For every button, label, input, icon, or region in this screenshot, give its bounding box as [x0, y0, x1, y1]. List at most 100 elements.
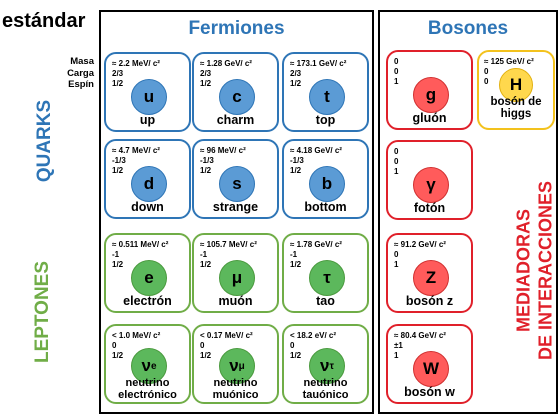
spin-value: 1/2: [112, 260, 124, 269]
mass-value: ≈ 1.28 GeV/ c²: [200, 59, 252, 68]
spin-value: 1/2: [112, 79, 124, 88]
legend-spin: Espín: [68, 79, 94, 90]
spin-value: 1/2: [290, 79, 302, 88]
legend-charge: Carga: [67, 67, 94, 79]
charge-value: 0: [394, 250, 399, 259]
charge-value: 0: [484, 67, 489, 76]
mass-value: ≈ 2.2 MeV/ c²: [112, 59, 160, 68]
particle-card-muon: ≈ 105.7 MeV/ c² -1 1/2 μ muón: [192, 233, 279, 313]
particle-name: tao: [316, 294, 335, 308]
particle-name: up: [139, 113, 156, 127]
mass-value: ≈ 105.7 MeV/ c²: [200, 240, 257, 249]
charge-value: 0: [112, 341, 117, 350]
spin-value: 1/2: [200, 351, 212, 360]
particle-name: fotón: [413, 201, 446, 215]
spin-value: 1: [394, 260, 399, 269]
mass-value: < 1.0 MeV/ c²: [112, 331, 161, 340]
spin-value: 1/2: [112, 166, 124, 175]
particle-symbol: b: [309, 166, 345, 202]
mass-value: ≈ 4.7 MeV/ c²: [112, 146, 160, 155]
particle-name: bottom: [304, 200, 347, 214]
charge-value: -1/3: [112, 156, 126, 165]
spin-value: 1/2: [200, 79, 212, 88]
charge-value: -1: [290, 250, 298, 259]
quarks-label: QUARKS: [34, 99, 55, 183]
charge-value: -1/3: [200, 156, 214, 165]
charge-value: 2/3: [200, 69, 212, 78]
charge-value: 0: [394, 157, 399, 166]
particle-symbol: W: [413, 351, 449, 387]
particle-symbol: c: [219, 79, 255, 115]
particle-symbol: γ: [413, 167, 449, 203]
mass-value: ≈ 173.1 GeV/ c²: [290, 59, 347, 68]
particle-card-higgs: ≈ 125 GeV/ c² 0 0 H bosón de higgs: [477, 50, 555, 130]
particle-card-down: ≈ 4.7 MeV/ c² -1/3 1/2 d down: [104, 139, 191, 219]
particle-symbol: Z: [413, 260, 449, 296]
particle-card-charm: ≈ 1.28 GeV/ c² 2/3 1/2 c charm: [192, 52, 279, 132]
leptons-label: LEPTONES: [32, 260, 53, 364]
mass-value: 0: [394, 57, 399, 66]
particle-name: electrón: [123, 294, 172, 308]
charge-value: 0: [290, 341, 295, 350]
particle-card-z-boson: ≈ 91.2 GeV/ c² 0 1 Z bosón z: [386, 233, 473, 313]
mediators-label-line2: DE INTERACCIONES: [535, 181, 556, 361]
particle-card-top: ≈ 173.1 GeV/ c² 2/3 1/2 t top: [282, 52, 369, 132]
spin-value: 1: [394, 351, 399, 360]
particle-card-up: ≈ 2.2 MeV/ c² 2/3 1/2 u up: [104, 52, 191, 132]
particle-name: neutrino tauónico: [302, 377, 349, 401]
particle-symbol: μ: [219, 260, 255, 296]
particle-name: bosón w: [404, 385, 455, 399]
mass-value: 0: [394, 147, 399, 156]
fermions-title: Fermiones: [188, 18, 285, 39]
spin-value: 1/2: [290, 260, 302, 269]
charge-value: 0: [394, 67, 399, 76]
particle-name: gluón: [412, 111, 447, 125]
particle-symbol: d: [131, 166, 167, 202]
spin-value: 1/2: [112, 351, 124, 360]
spin-value: 1/2: [290, 166, 302, 175]
particle-name: charm: [216, 113, 255, 127]
particle-symbol: H: [499, 68, 533, 102]
mass-value: ≈ 4.18 GeV/ c²: [290, 146, 342, 155]
spin-value: 0: [484, 77, 489, 86]
charge-value: -1/3: [290, 156, 304, 165]
mediators-label-line1: MEDIADORAS: [513, 209, 534, 333]
particle-name: strange: [212, 200, 259, 214]
particle-name: neutrino muónico: [212, 377, 259, 401]
particle-name: bosón z: [405, 294, 454, 308]
particle-name: muón: [218, 294, 253, 308]
mass-value: ≈ 1.78 GeV/ c²: [290, 240, 342, 249]
particle-card-electron: ≈ 0.511 MeV/ c² -1 1/2 e electrón: [104, 233, 191, 313]
particle-symbol: t: [309, 79, 345, 115]
particle-symbol: g: [413, 77, 449, 113]
charge-value: 2/3: [290, 69, 302, 78]
charge-value: 0: [200, 341, 205, 350]
fermions-frame: [99, 10, 374, 414]
mass-value: ≈ 125 GeV/ c²: [484, 57, 534, 66]
charge-value: -1: [112, 250, 120, 259]
mass-value: ≈ 0.511 MeV/ c²: [112, 240, 169, 249]
particle-symbol: u: [131, 79, 167, 115]
charge-value: -1: [200, 250, 208, 259]
charge-value: 2/3: [112, 69, 124, 78]
particle-name: top: [315, 113, 336, 127]
particle-name: bosón de higgs: [490, 96, 542, 120]
particle-name: neutrino electrónico: [118, 377, 177, 401]
particle-symbol: τ: [309, 260, 345, 296]
particle-card-tau: ≈ 1.78 GeV/ c² -1 1/2 τ tao: [282, 233, 369, 313]
particle-name: down: [131, 200, 164, 214]
charge-value: ±1: [394, 341, 403, 350]
mass-value: < 18.2 eV/ c²: [290, 331, 337, 340]
legend-mass: Masa: [70, 56, 94, 67]
bosons-frame: [378, 10, 558, 414]
spin-value: 1: [394, 77, 399, 86]
particle-symbol: s: [219, 166, 255, 202]
particle-card-strange: ≈ 96 MeV/ c² -1/3 1/2 s strange: [192, 139, 279, 219]
mass-value: ≈ 80.4 GeV/ c²: [394, 331, 446, 340]
mass-value: ≈ 91.2 GeV/ c²: [394, 240, 446, 249]
